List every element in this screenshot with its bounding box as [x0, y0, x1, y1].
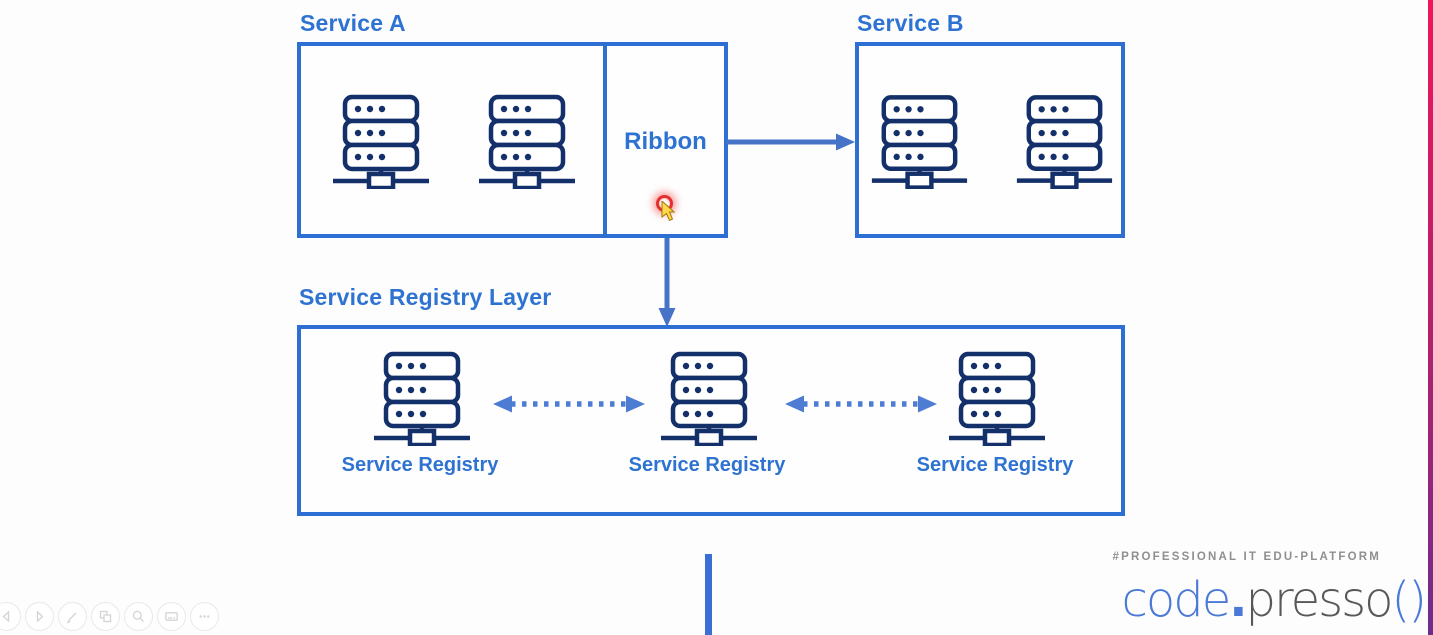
- server-stack-icon: [1016, 94, 1113, 189]
- service-b-box: [855, 42, 1125, 238]
- see-all-slides-button[interactable]: [91, 602, 120, 631]
- registry-node: Service Registry: [335, 349, 505, 477]
- ribbon-label: Ribbon: [624, 128, 707, 155]
- previous-slide-button[interactable]: [0, 602, 21, 631]
- service-a-title: Service A: [300, 10, 406, 36]
- registry-layer-title: Service Registry Layer: [299, 284, 552, 310]
- presenter-toolbar: [0, 602, 219, 631]
- next-slide-button[interactable]: [25, 602, 54, 631]
- pen-tools-button[interactable]: [58, 602, 87, 631]
- subtitles-button[interactable]: [157, 602, 186, 631]
- server-stack-icon: [871, 94, 968, 189]
- brand-logo: code.presso(): [1121, 572, 1427, 628]
- arrow-ribbon-to-registry: [658, 238, 676, 327]
- bottom-blue-bar: [705, 554, 712, 635]
- registry-node: Service Registry: [622, 349, 792, 477]
- logo-presso-text: presso: [1245, 572, 1393, 628]
- logo-dot: .: [1229, 572, 1247, 628]
- server-stack-icon: [479, 94, 575, 189]
- dotted-sync-arrow: [785, 395, 937, 413]
- server-stack-icon: [661, 351, 757, 446]
- registry-node: Service Registry: [910, 349, 1080, 477]
- logo-parens: (): [1391, 572, 1427, 628]
- subtitles-icon: [165, 612, 178, 621]
- zoom-button[interactable]: [124, 602, 153, 631]
- registry-layer-box: Service Registry Service Registry: [297, 325, 1125, 516]
- more-options-button[interactable]: [190, 602, 219, 631]
- previous-icon: [2, 610, 10, 623]
- registry-node-label: Service Registry: [628, 454, 786, 476]
- logo-code-text: code: [1121, 572, 1231, 628]
- pen-icon: [66, 612, 77, 624]
- arrow-ribbon-to-service-b: [726, 133, 855, 151]
- next-icon: [36, 610, 44, 623]
- registry-node-label: Service Registry: [916, 454, 1074, 476]
- brand-tagline: #PROFESSIONAL IT EDU-PLATFORM: [1112, 551, 1381, 563]
- dotted-sync-arrow: [493, 395, 645, 413]
- mouse-cursor-icon: [661, 201, 676, 222]
- magnifier-icon: [132, 610, 144, 622]
- right-edge-gradient: [1428, 0, 1433, 635]
- service-b-title: Service B: [857, 10, 964, 36]
- ellipsis-icon: [199, 615, 210, 618]
- registry-node-label: Service Registry: [341, 454, 499, 476]
- server-stack-icon: [949, 351, 1045, 446]
- server-stack-icon: [374, 351, 470, 446]
- all-slides-icon: [99, 610, 112, 623]
- service-a-box: [297, 42, 607, 238]
- server-stack-icon: [333, 94, 429, 189]
